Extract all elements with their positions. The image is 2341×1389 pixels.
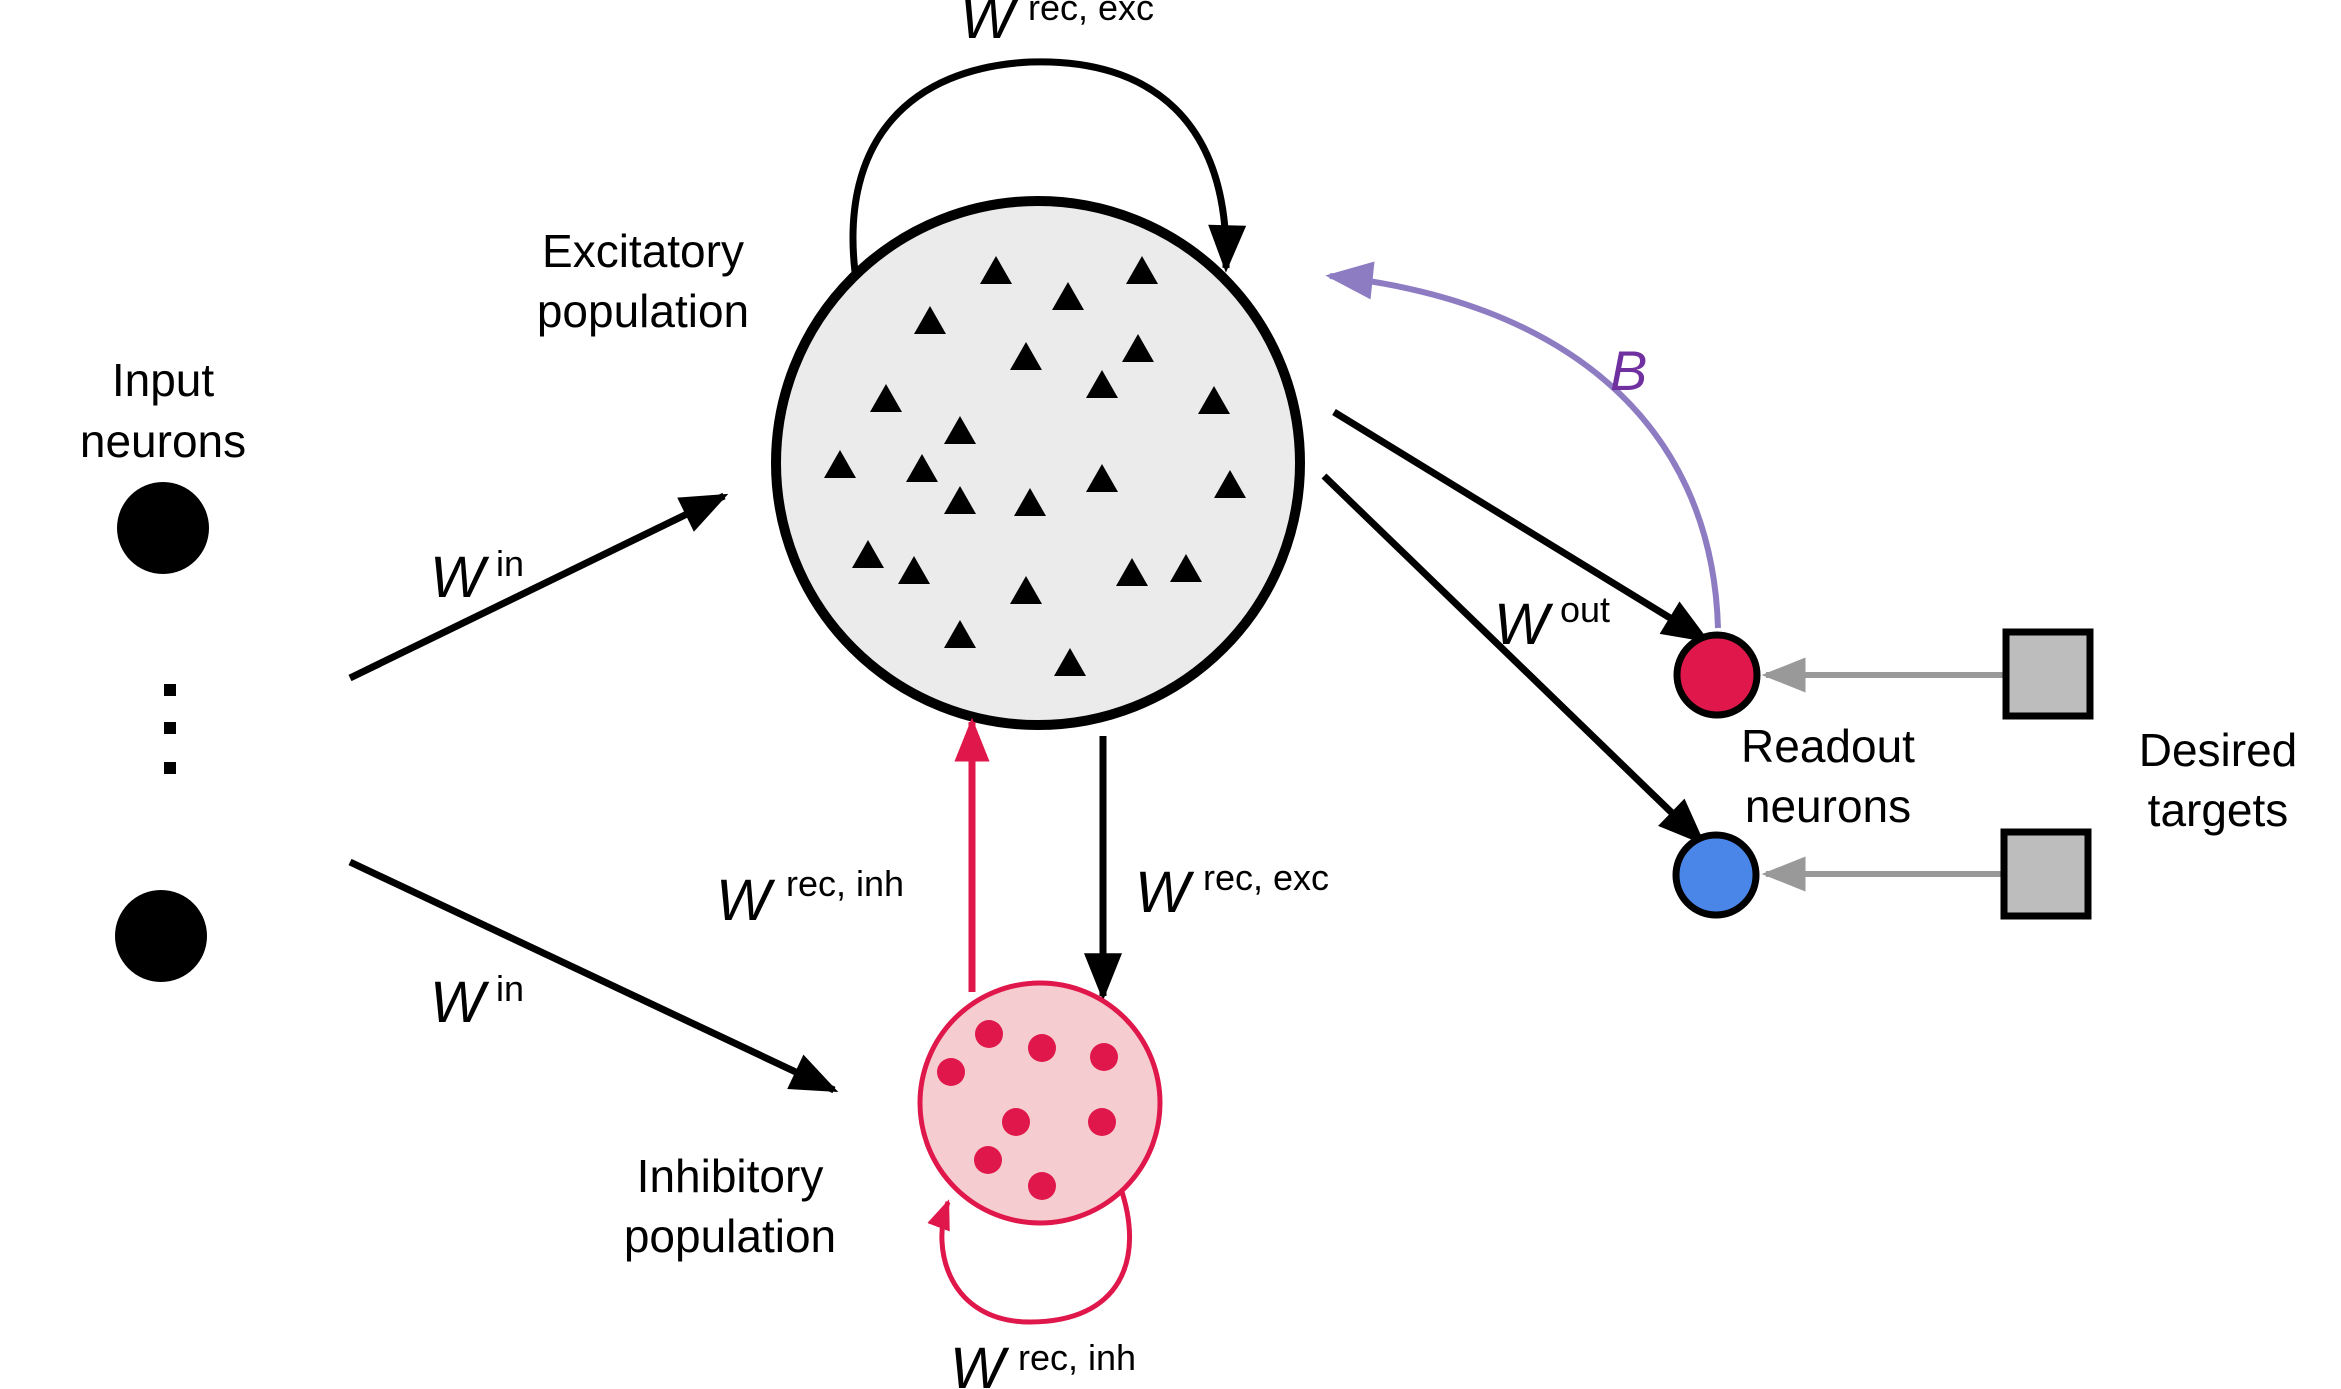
excitatory-neuron bbox=[944, 486, 976, 514]
excitatory-neuron bbox=[1126, 256, 1158, 284]
excitatory-neuron bbox=[852, 540, 884, 568]
feedback-b-label: B bbox=[1610, 339, 1647, 402]
w-rec-exc-top-superscript: rec, exc bbox=[1028, 0, 1154, 28]
w-out-label: W bbox=[1494, 592, 1554, 657]
w-in-bottom-label: W bbox=[430, 970, 490, 1035]
input-neurons-label-line2: neurons bbox=[80, 415, 246, 467]
inhibitory-label-line2: population bbox=[624, 1210, 836, 1262]
input-neurons-ellipsis bbox=[164, 684, 176, 774]
w-out-superscript: out bbox=[1560, 589, 1610, 630]
input-neuron-top bbox=[117, 482, 209, 574]
excitatory-neuron bbox=[824, 450, 856, 478]
inhibitory-neuron bbox=[1028, 1034, 1056, 1062]
w-rec-inh-middle-label: W bbox=[716, 868, 776, 933]
input-neurons-group: Input neurons bbox=[80, 354, 246, 982]
excitatory-neuron bbox=[1010, 342, 1042, 370]
excitatory-neuron bbox=[1122, 334, 1154, 362]
excitatory-label-line1: Excitatory bbox=[542, 225, 744, 277]
excitatory-neuron bbox=[944, 620, 976, 648]
input-to-excitatory-arrow bbox=[348, 492, 729, 682]
excitatory-neuron bbox=[1014, 488, 1046, 516]
excitatory-neuron bbox=[1086, 464, 1118, 492]
input-neuron-bottom bbox=[115, 890, 207, 982]
input-neurons-label-line1: Input bbox=[112, 354, 215, 406]
desired-targets-label-line2: targets bbox=[2148, 784, 2289, 836]
inhibitory-self-loop-arrow bbox=[927, 1185, 1133, 1325]
readout-label-line2: neurons bbox=[1745, 780, 1911, 832]
inhibitory-neuron bbox=[1090, 1043, 1118, 1071]
excitatory-to-readout-blue-arrow bbox=[1321, 473, 1706, 846]
w-rec-exc-top-label: W bbox=[960, 0, 1020, 51]
target-square-bottom bbox=[2000, 828, 2092, 920]
excitatory-label-line2: population bbox=[537, 285, 749, 337]
inhibitory-neuron bbox=[975, 1020, 1003, 1048]
excitatory-neuron bbox=[1198, 386, 1230, 414]
inhibitory-neuron bbox=[937, 1058, 965, 1086]
target-square-top bbox=[2002, 628, 2094, 720]
excitatory-neuron bbox=[870, 384, 902, 412]
excitatory-population: Excitatory population W rec, exc bbox=[537, 0, 1305, 730]
readout-neurons: Readout neurons bbox=[1672, 631, 1915, 919]
excitatory-neuron bbox=[1086, 370, 1118, 398]
feedback-b-arrow bbox=[1325, 261, 1721, 629]
desired-targets: Desired targets bbox=[1761, 628, 2298, 920]
excitatory-neuron bbox=[1116, 558, 1148, 586]
excitatory-neuron bbox=[898, 556, 930, 584]
excitatory-neuron bbox=[980, 256, 1012, 284]
w-in-top-label: W bbox=[430, 545, 490, 610]
inhibitory-label-line1: Inhibitory bbox=[637, 1150, 824, 1202]
inhibitory-neuron bbox=[1028, 1172, 1056, 1200]
excitatory-neuron bbox=[1214, 470, 1246, 498]
w-rec-inh-bottom-label: W bbox=[950, 1336, 1010, 1389]
input-to-inhibitory-arrow bbox=[348, 858, 839, 1094]
excitatory-self-loop-arrow bbox=[849, 58, 1247, 273]
inhibitory-neuron bbox=[1002, 1108, 1030, 1136]
inhibitory-neuron bbox=[1088, 1108, 1116, 1136]
excitatory-neuron bbox=[1170, 554, 1202, 582]
excitatory-neuron bbox=[1052, 282, 1084, 310]
inhibitory-neuron bbox=[974, 1146, 1002, 1174]
readout-neuron-red bbox=[1673, 631, 1761, 719]
excitatory-population-circle bbox=[771, 196, 1305, 730]
inhibitory-population: Inhibitory population W rec, inh bbox=[624, 980, 1163, 1389]
w-rec-inh-middle-superscript: rec, inh bbox=[786, 863, 904, 904]
w-in-bottom-superscript: in bbox=[496, 968, 524, 1009]
readout-label-line1: Readout bbox=[1741, 720, 1915, 772]
excitatory-neuron bbox=[1054, 648, 1086, 676]
w-rec-exc-middle-label: W bbox=[1135, 860, 1195, 925]
excitatory-neuron bbox=[906, 454, 938, 482]
excitatory-neuron bbox=[1010, 576, 1042, 604]
readout-neuron-blue bbox=[1672, 831, 1760, 919]
inhibitory-neurons bbox=[937, 1020, 1118, 1200]
excitatory-to-readout-red-arrow bbox=[1332, 409, 1711, 643]
w-in-top-superscript: in bbox=[496, 543, 524, 584]
excitatory-neuron bbox=[914, 306, 946, 334]
desired-targets-label-line1: Desired bbox=[2139, 724, 2298, 776]
excitatory-neurons bbox=[824, 256, 1246, 676]
excitatory-neuron bbox=[944, 416, 976, 444]
w-rec-exc-middle-superscript: rec, exc bbox=[1203, 857, 1329, 898]
w-rec-inh-bottom-superscript: rec, inh bbox=[1018, 1337, 1136, 1378]
